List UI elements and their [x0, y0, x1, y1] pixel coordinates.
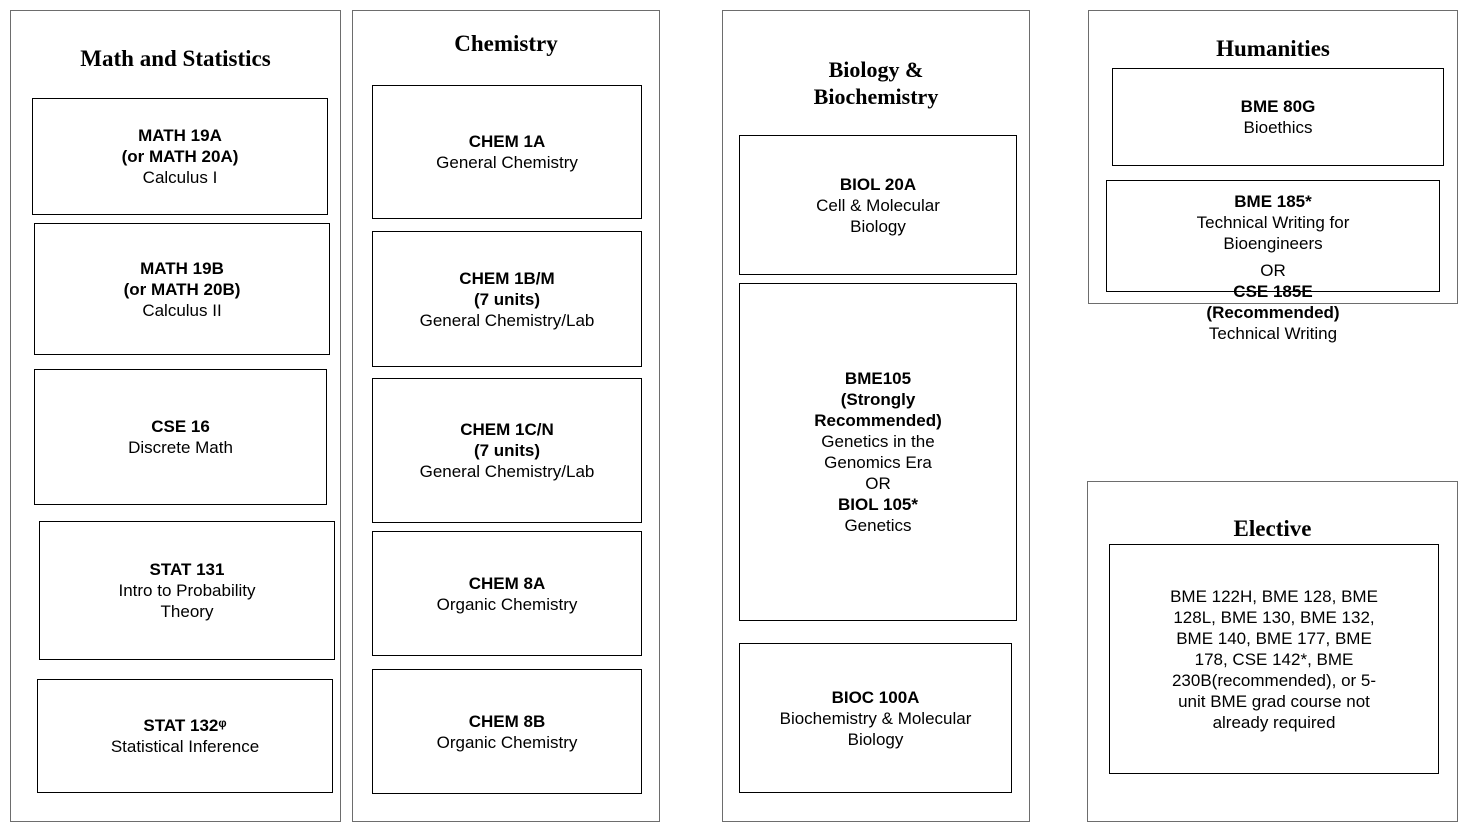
- course-name: Calculus II: [142, 300, 222, 320]
- course-code: STAT 132ᵠ: [143, 716, 227, 735]
- course-code: MATH 19B: [140, 258, 224, 278]
- course-name-line2: Genomics Era: [824, 453, 932, 472]
- alt-course-name: Genetics: [844, 516, 912, 535]
- course-code: CSE 16: [151, 417, 210, 436]
- course-name: Discrete Math: [128, 438, 233, 457]
- alt-course-name: Technical Writing: [1208, 324, 1338, 343]
- course-card-cse-16: CSE 16 Discrete Math: [34, 369, 327, 505]
- course-note-line2: Recommended): [814, 411, 942, 430]
- course-card-chem-8b: CHEM 8B Organic Chemistry: [372, 669, 642, 794]
- elective-line: BME 122H, BME 128, BME: [1170, 586, 1378, 606]
- course-code-alt: (or MATH 20A): [121, 147, 239, 166]
- course-code: CHEM 1B/M: [459, 268, 555, 288]
- alt-course-code: BIOL 105*: [837, 495, 918, 514]
- course-name: Organic Chemistry: [436, 732, 578, 752]
- course-card-chem-8a: CHEM 8A Organic Chemistry: [372, 531, 642, 656]
- chemistry-title: Chemistry: [454, 31, 558, 56]
- or-separator: OR: [865, 474, 891, 493]
- course-card-chem-1a: CHEM 1A General Chemistry: [372, 85, 642, 219]
- course-name-line2: Bioengineers: [1223, 234, 1323, 253]
- course-name: Bioethics: [1243, 118, 1313, 137]
- course-name: Cell & Molecular: [816, 195, 940, 215]
- biology-title-line1: Biology &: [828, 57, 924, 82]
- course-code: BME 80G: [1240, 97, 1316, 116]
- course-card-biol-20a: BIOL 20A Cell & Molecular Biology: [739, 135, 1017, 275]
- course-name: Biochemistry & Molecular: [779, 708, 972, 728]
- course-units: (7 units): [473, 441, 541, 460]
- course-card-stat-131: STAT 131 Intro to Probability Theory: [39, 521, 335, 660]
- course-name: Genetics in the: [821, 432, 935, 451]
- course-name: Organic Chemistry: [436, 594, 578, 614]
- math-statistics-title: Math and Statistics: [80, 46, 271, 71]
- humanities-title: Humanities: [1216, 36, 1330, 61]
- elective-line: unit BME grad course not: [1178, 691, 1370, 711]
- course-name-line2: Biology: [847, 729, 904, 749]
- course-name: General Chemistry/Lab: [419, 310, 595, 330]
- course-code: CHEM 8A: [468, 573, 546, 593]
- course-card-chem-1cn: CHEM 1C/N (7 units) General Chemistry/La…: [372, 378, 642, 523]
- course-name: Technical Writing for: [1196, 213, 1350, 232]
- course-name: General Chemistry/Lab: [419, 462, 595, 481]
- elective-line: 128L, BME 130, BME 132,: [1173, 607, 1375, 627]
- alt-course-code: CSE 185E: [1233, 282, 1313, 301]
- course-card-bme-80g: BME 80G Bioethics: [1112, 68, 1444, 166]
- course-card-chem-1bm: CHEM 1B/M (7 units) General Chemistry/La…: [372, 231, 642, 367]
- course-code: BIOL 20A: [839, 174, 917, 194]
- elective-line: 178, CSE 142*, BME: [1194, 649, 1354, 669]
- or-separator: OR: [1260, 261, 1286, 280]
- course-card-math-19b: MATH 19B (or MATH 20B) Calculus II: [34, 223, 330, 355]
- course-card-bme105-biol105: BME105 (Strongly Recommended) Genetics i…: [739, 283, 1017, 621]
- course-code: STAT 131: [149, 560, 225, 579]
- elective-title: Elective: [1233, 516, 1312, 541]
- course-code: BME105: [844, 369, 912, 388]
- course-code: MATH 19A: [138, 126, 222, 145]
- elective-course-list: BME 122H, BME 128, BME 128L, BME 130, BM…: [1109, 544, 1439, 774]
- course-name-line2: Theory: [160, 602, 214, 621]
- course-name: Intro to Probability: [118, 581, 256, 600]
- elective-line: 230B(recommended), or 5-: [1171, 670, 1377, 690]
- biology-title-line2: Biochemistry: [813, 84, 939, 109]
- course-name: Statistical Inference: [110, 737, 260, 756]
- elective-line: already required: [1212, 712, 1336, 732]
- course-code-alt: (or MATH 20B): [123, 279, 241, 299]
- course-card-stat-132: STAT 132ᵠ Statistical Inference: [37, 679, 333, 793]
- course-card-math-19a: MATH 19A (or MATH 20A) Calculus I: [32, 98, 328, 215]
- course-name: General Chemistry: [436, 153, 578, 172]
- course-name: Calculus I: [142, 168, 218, 187]
- course-code: CHEM 1C/N: [460, 420, 554, 439]
- elective-line: BME 140, BME 177, BME: [1176, 628, 1372, 648]
- course-name-line2: Biology: [850, 216, 906, 236]
- course-code: CHEM 1A: [468, 132, 546, 151]
- course-code: BME 185*: [1234, 192, 1312, 211]
- course-card-bme-185-cse-185e: BME 185* Technical Writing for Bioengine…: [1106, 180, 1440, 343]
- course-note: (Strongly: [840, 390, 916, 409]
- course-units: (7 units): [473, 289, 541, 309]
- course-card-bioc-100a: BIOC 100A Biochemistry & Molecular Biolo…: [739, 643, 1012, 793]
- course-code: CHEM 8B: [468, 711, 546, 731]
- alt-course-note: (Recommended): [1206, 303, 1340, 322]
- course-code: BIOC 100A: [831, 687, 920, 707]
